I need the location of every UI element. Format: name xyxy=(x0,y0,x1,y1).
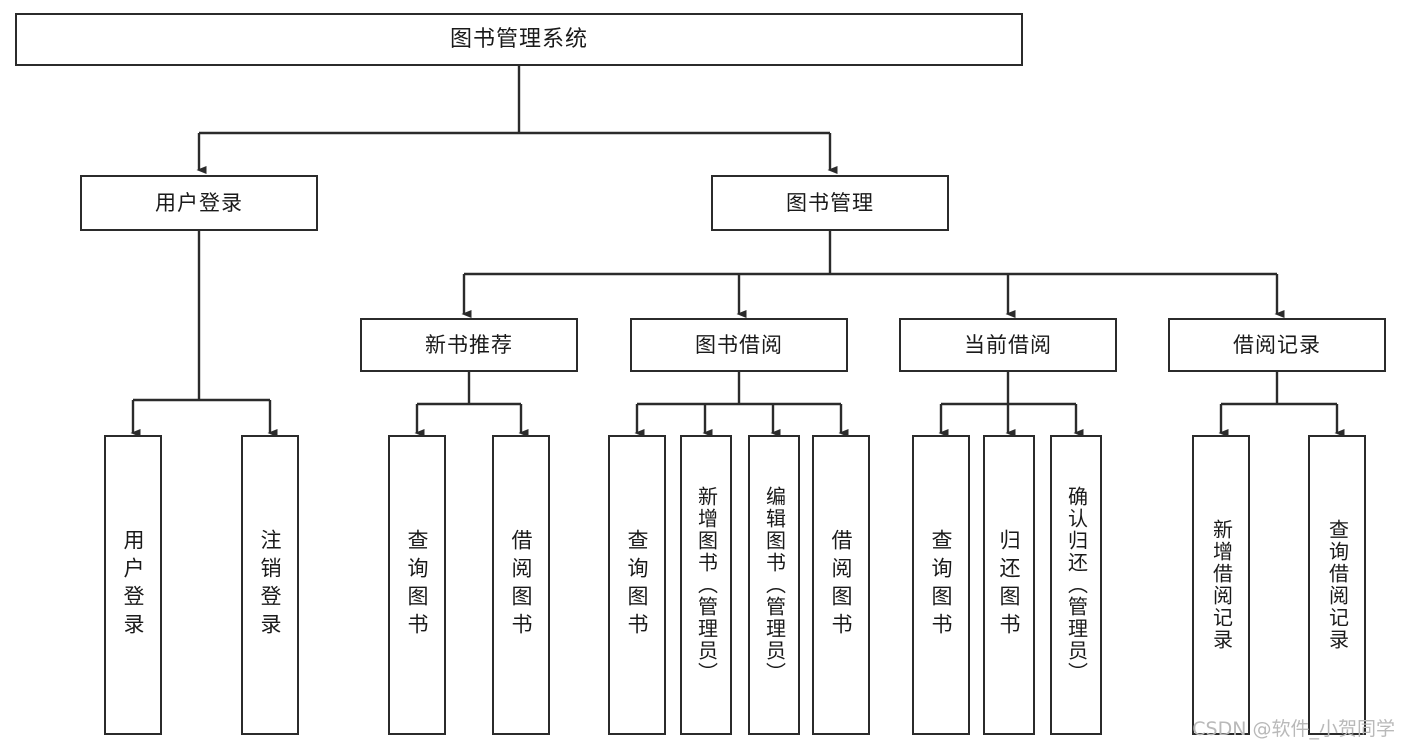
leaf-borrow-record-query-record[interactable]: 查询借阅记录 xyxy=(1308,435,1366,735)
leaf-current-borrow-return-book[interactable]: 归还图书 xyxy=(983,435,1035,735)
leaf-current-borrow-confirm-return-admin[interactable]: 确认归还（管理员） xyxy=(1050,435,1102,735)
node-current-borrow[interactable]: 当前借阅 xyxy=(899,318,1117,372)
leaf-new-book-borrow-book[interactable]: 借阅图书 xyxy=(492,435,550,735)
watermark-csdn: CSDN @软件_小贺同学 xyxy=(1192,718,1395,740)
leaf-user-login-signout[interactable]: 注销登录 xyxy=(241,435,299,735)
leaf-book-borrow-borrow-book[interactable]: 借阅图书 xyxy=(812,435,870,735)
leaf-borrow-record-add-record[interactable]: 新增借阅记录 xyxy=(1192,435,1250,735)
leaf-book-borrow-add-book-admin[interactable]: 新增图书（管理员） xyxy=(680,435,732,735)
leaf-user-login-signin[interactable]: 用户登录 xyxy=(104,435,162,735)
node-borrow-record[interactable]: 借阅记录 xyxy=(1168,318,1386,372)
node-user-login[interactable]: 用户登录 xyxy=(80,175,318,231)
leaf-book-borrow-query-book[interactable]: 查询图书 xyxy=(608,435,666,735)
node-book-borrow[interactable]: 图书借阅 xyxy=(630,318,848,372)
node-new-book-recommend[interactable]: 新书推荐 xyxy=(360,318,578,372)
node-root-library-management-system[interactable]: 图书管理系统 xyxy=(15,13,1023,66)
leaf-book-borrow-edit-book-admin[interactable]: 编辑图书（管理员） xyxy=(748,435,800,735)
leaf-current-borrow-query-book[interactable]: 查询图书 xyxy=(912,435,970,735)
node-book-management[interactable]: 图书管理 xyxy=(711,175,949,231)
leaf-new-book-query-book[interactable]: 查询图书 xyxy=(388,435,446,735)
